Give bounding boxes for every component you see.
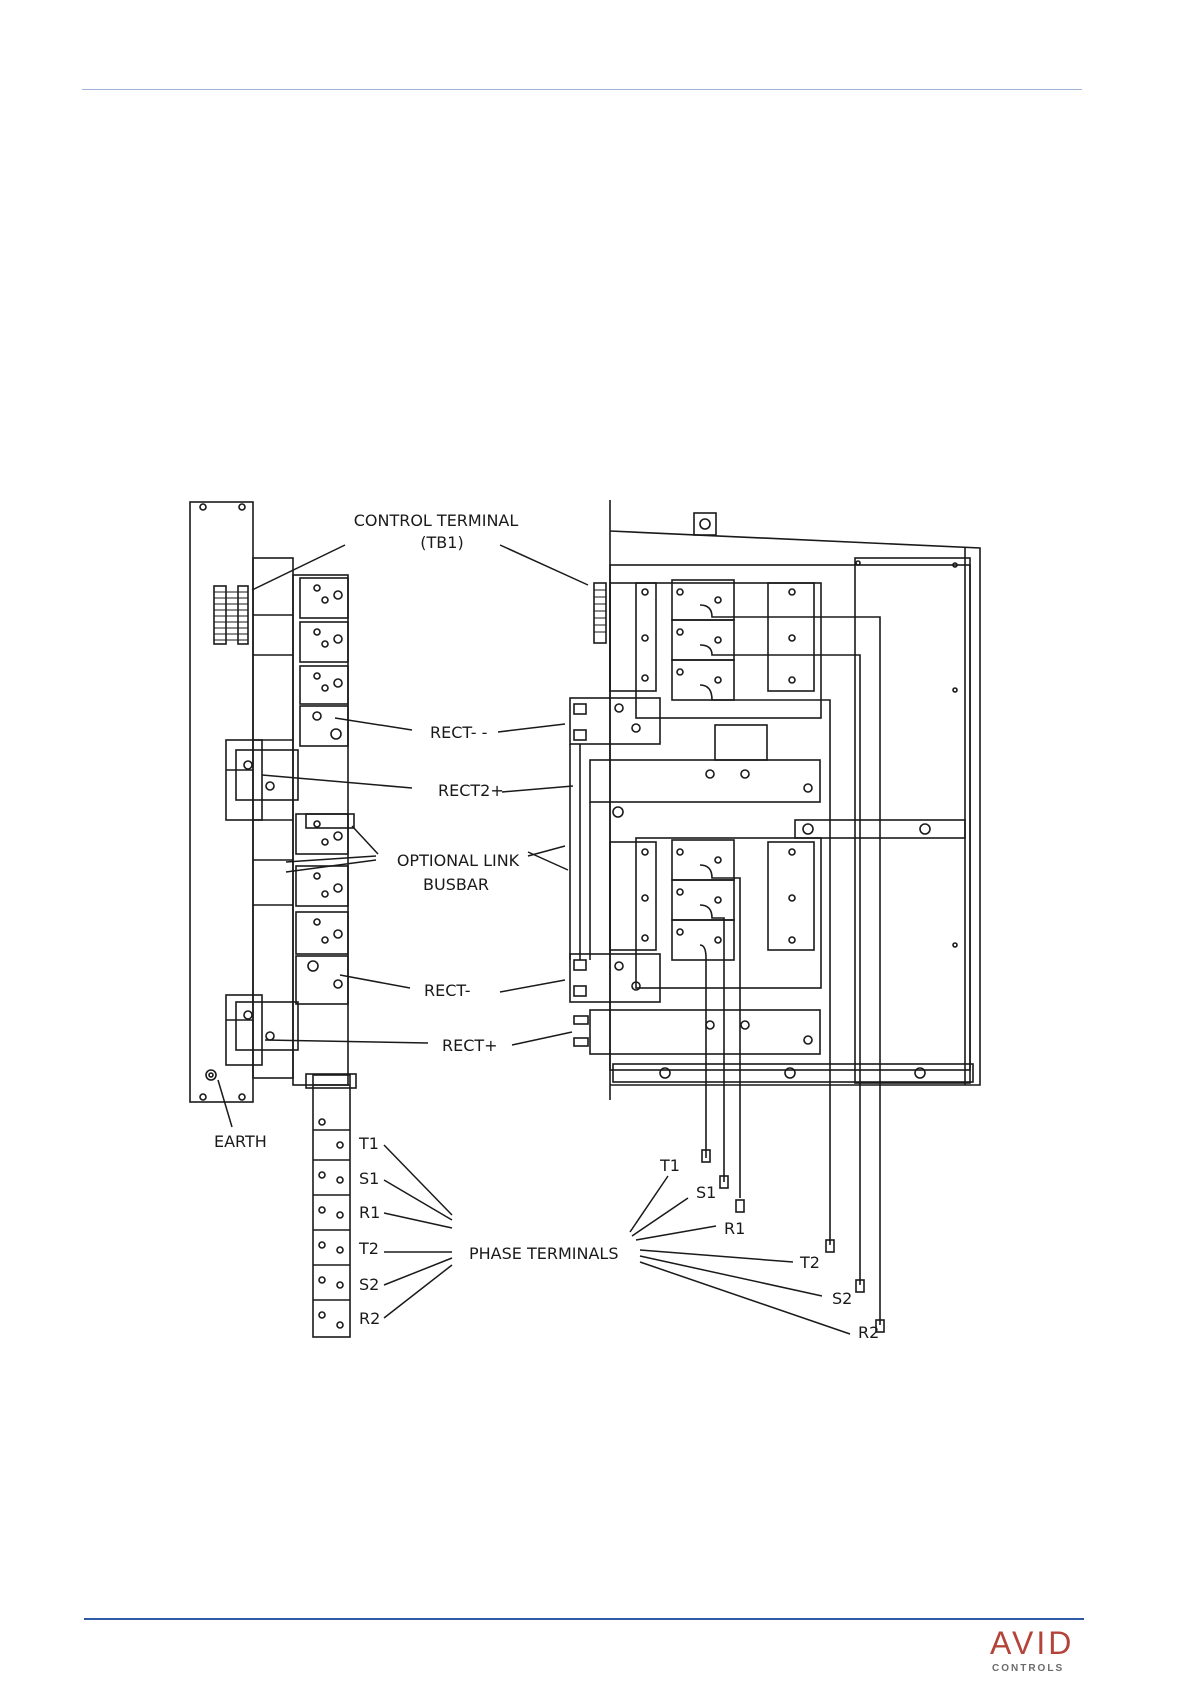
left-phase-label: T2	[358, 1239, 379, 1258]
label-optional-link-2: BUSBAR	[423, 875, 489, 894]
label-phase-terminals: PHASE TERMINALS	[469, 1244, 618, 1263]
logo-main-text: AVID	[990, 1626, 1074, 1660]
right-phase-label: R2	[858, 1323, 879, 1342]
footer-rule	[84, 1618, 1084, 1620]
label-rect-minus-bottom: RECT-	[424, 981, 470, 1000]
right-phase-label: R1	[724, 1219, 745, 1238]
tb1-front	[594, 583, 606, 643]
rect2-plus-busbar	[590, 760, 820, 802]
label-optional-link: OPTIONAL LINK	[397, 851, 520, 870]
rect-minus-top-bracket	[570, 698, 660, 744]
label-rect2-plus: RECT2+	[438, 781, 504, 800]
rect-plus-busbar	[590, 1010, 820, 1054]
right-phase-label: T2	[799, 1253, 820, 1272]
right-phase-label: S2	[832, 1289, 852, 1308]
rect-minus-top-block	[300, 706, 348, 746]
optional-link-busbar	[306, 814, 354, 828]
label-rect-plus: RECT+	[442, 1036, 498, 1055]
bottom-rail	[613, 1064, 973, 1082]
label-earth: EARTH	[214, 1132, 267, 1151]
earth-stud	[206, 1070, 216, 1080]
left-phase-label: R1	[359, 1203, 380, 1222]
right-front-view	[570, 500, 980, 1332]
phase-terminal-bar	[313, 1075, 350, 1337]
tb1-side	[214, 586, 226, 644]
rect-minus-bottom-bracket	[570, 954, 660, 1002]
right-phase-label: T1	[659, 1156, 680, 1175]
rect-plus-block	[236, 1002, 298, 1050]
logo-sub-text: CONTROLS	[992, 1663, 1064, 1674]
label-control-terminal-id: (TB1)	[420, 533, 463, 552]
left-phase-label: T1	[358, 1134, 379, 1153]
label-rect-minus-top: RECT- -	[430, 723, 487, 742]
label-control-terminal: CONTROL TERMINAL	[354, 511, 519, 530]
left-phase-label: S2	[359, 1275, 379, 1294]
left-phase-label: S1	[359, 1169, 379, 1188]
right-phase-label: S1	[696, 1183, 716, 1202]
avid-controls-logo: AVID CONTROLS	[990, 1626, 1080, 1676]
left-phase-label: R2	[359, 1309, 380, 1328]
left-side-view	[190, 502, 356, 1337]
